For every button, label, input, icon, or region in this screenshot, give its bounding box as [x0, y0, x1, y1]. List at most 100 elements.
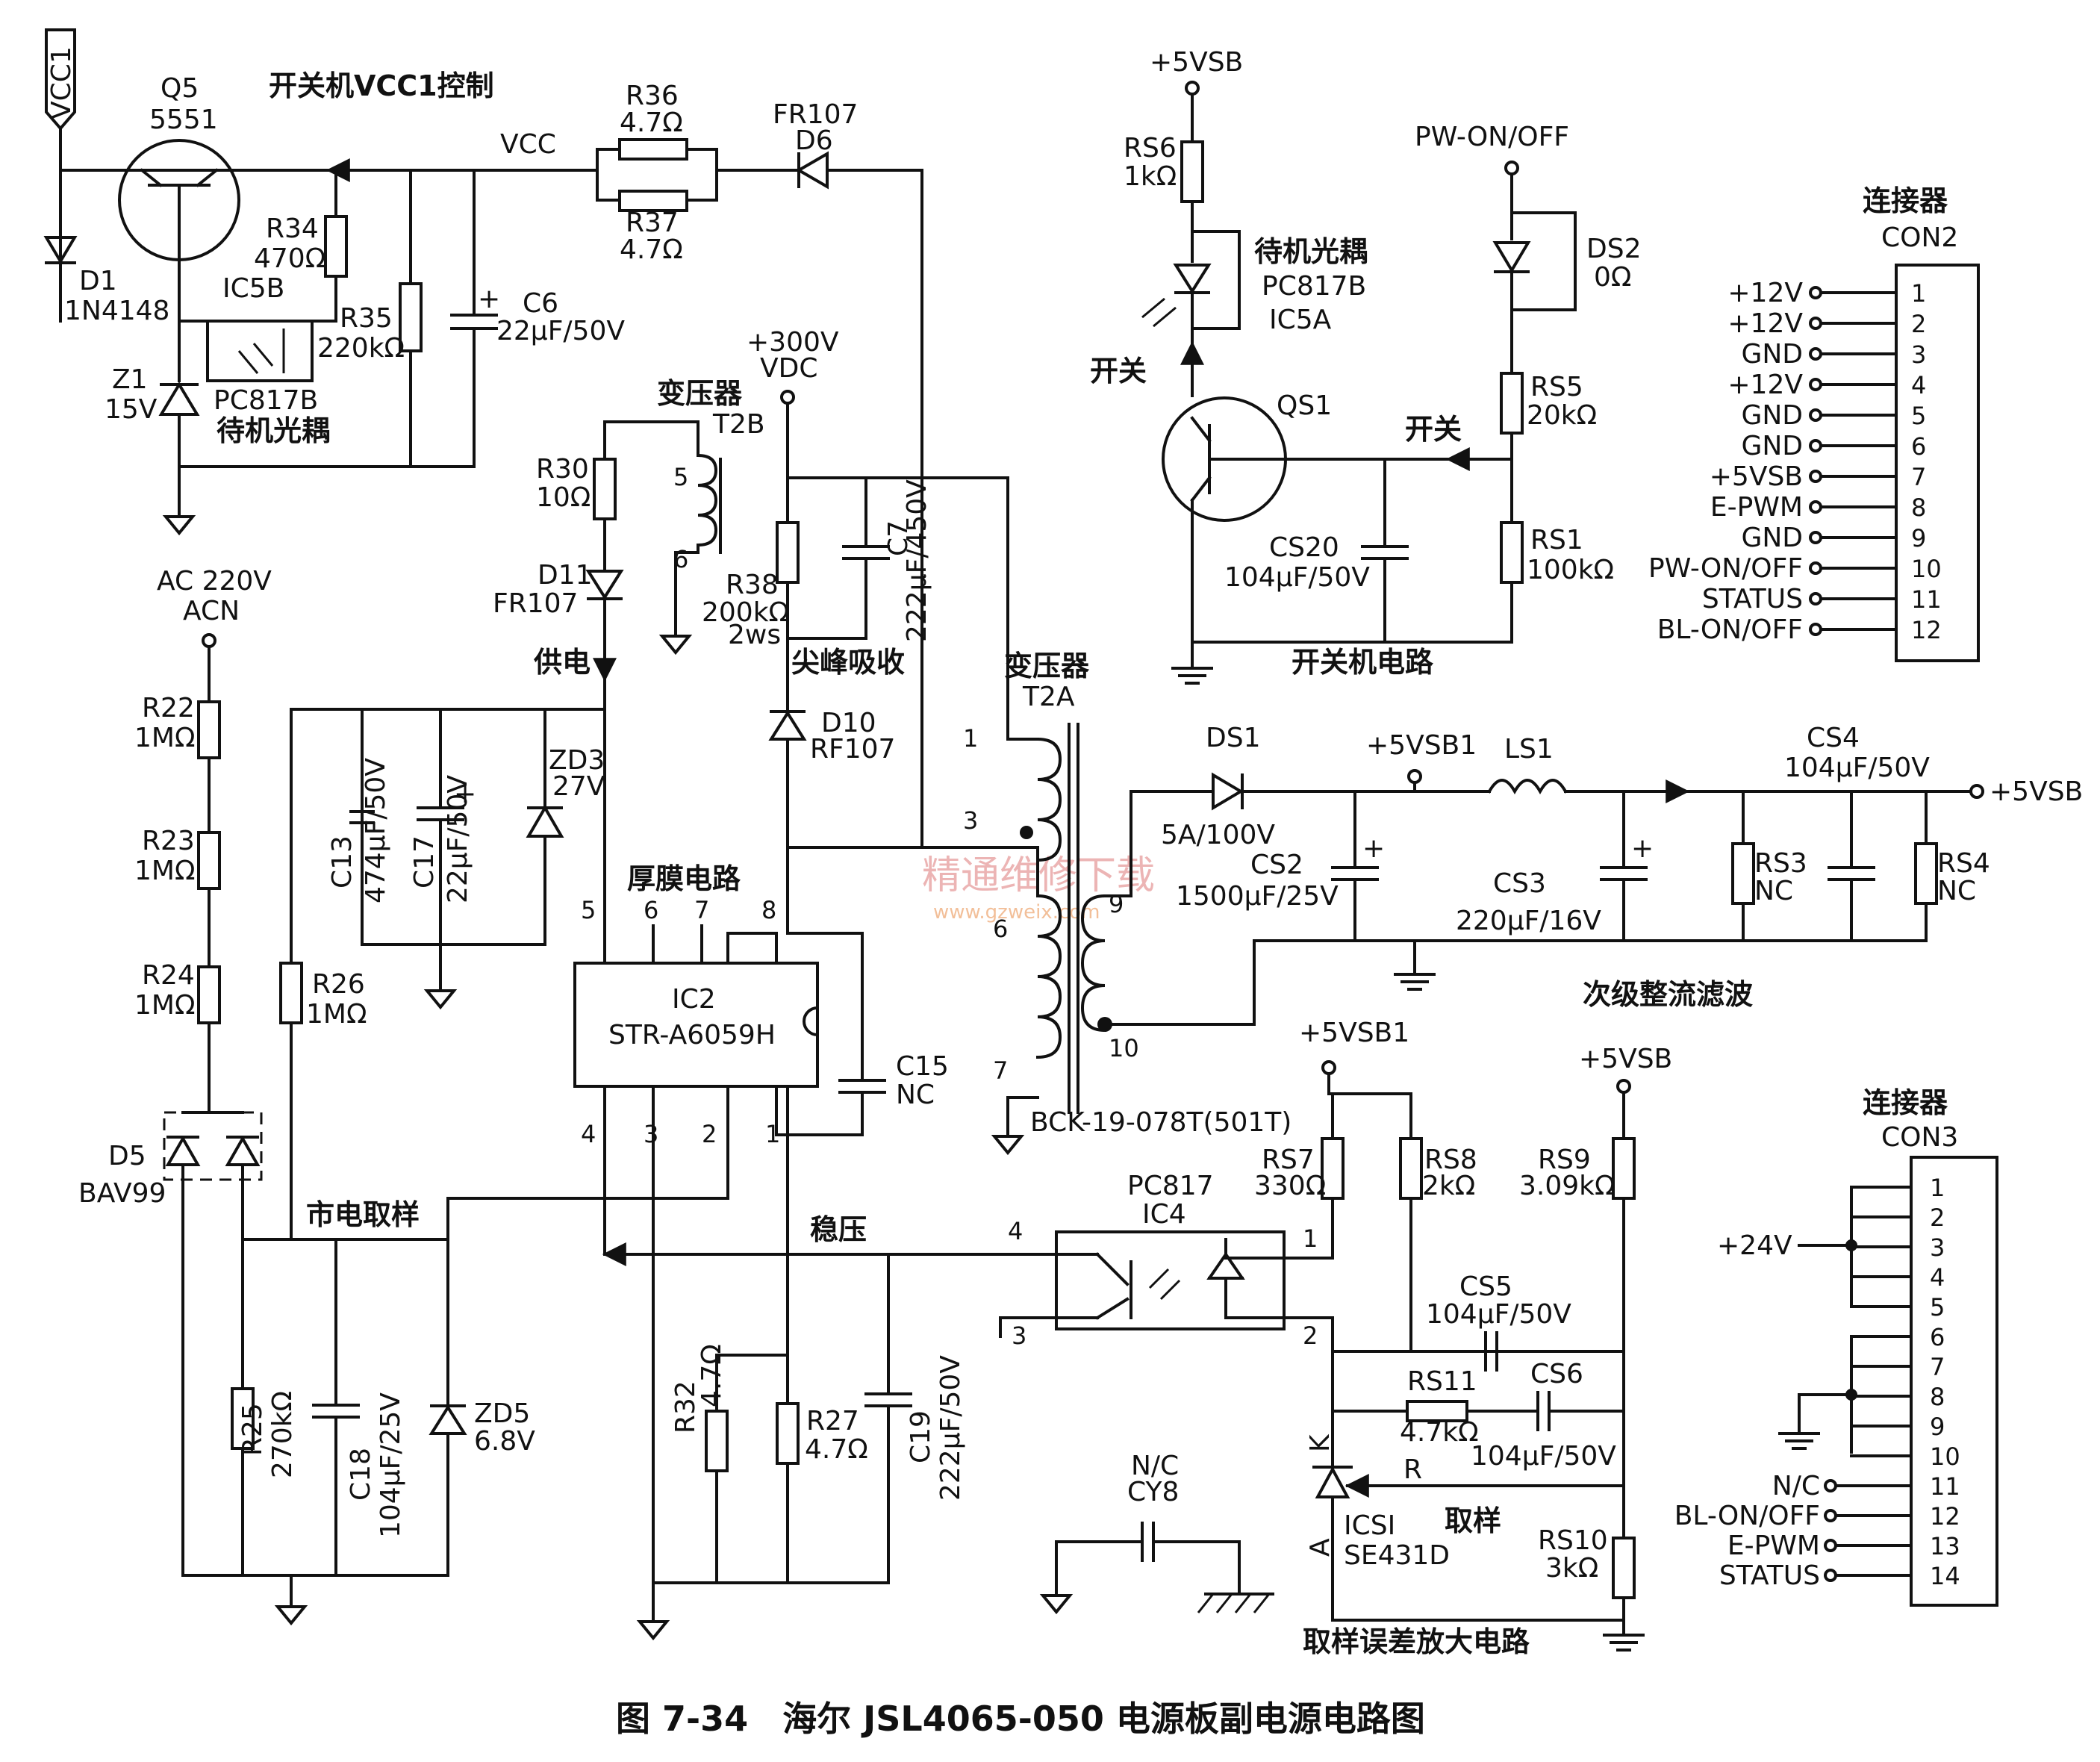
t2a-pin3: 3 — [963, 806, 978, 835]
con3-pin-number: 12 — [1930, 1502, 1960, 1531]
net-300v: +300V — [747, 327, 839, 358]
r24-value: 1MΩ — [134, 990, 195, 1021]
rs4-value: NC — [1937, 876, 1976, 906]
con2-signal-label: GND — [1741, 400, 1803, 431]
c18-value: 104μF/25V — [376, 1392, 406, 1538]
inductor-ls1 — [1487, 779, 1568, 795]
con2-signal-label: +12V — [1727, 308, 1803, 339]
con2-terminal — [1809, 470, 1822, 483]
resistor-rs3 — [1731, 842, 1755, 905]
r36-value: 4.7Ω — [620, 108, 683, 138]
cy8-block: N/C CY8 — [1041, 1451, 1274, 1613]
c15-ref: C15 — [896, 1051, 949, 1082]
cs6-value: 104μF/50V — [1471, 1441, 1616, 1472]
c13-value: 474μF/50V — [361, 758, 391, 903]
resistor-r26 — [279, 962, 303, 1024]
r27-value: 4.7Ω — [805, 1434, 868, 1465]
con2-signal-label: BL-ON/OFF — [1657, 614, 1803, 645]
con3-signal-label: N/C — [1772, 1471, 1820, 1501]
hv-input-snubber: +300V VDC R38 200kΩ 2ws C7 222μF/450V 尖峰… — [702, 327, 1039, 849]
net-pwonoff: PW-ON/OFF — [1415, 122, 1569, 152]
ds2-ref: DS2 — [1586, 234, 1641, 264]
net-acn: ACN — [183, 596, 240, 626]
t2a-pin9: 9 — [1109, 890, 1124, 918]
c17-ref: C17 — [409, 835, 440, 888]
rs8-value: 2kΩ — [1422, 1171, 1475, 1201]
rs5-ref: RS5 — [1530, 372, 1583, 402]
section-regulation: 稳压 — [810, 1213, 867, 1246]
ic2-pin3: 3 — [644, 1120, 658, 1148]
q5-value: 5551 — [149, 105, 218, 135]
ic2-part: STR-A6059H — [608, 1020, 776, 1050]
net-vcc1: VCC1 — [46, 46, 77, 119]
r35-value: 220kΩ — [317, 333, 405, 364]
t2a-pin10: 10 — [1109, 1034, 1139, 1062]
resistor-rs4 — [1914, 842, 1938, 905]
cs2-ref: CS2 — [1250, 850, 1303, 880]
con2-terminal — [1809, 439, 1822, 452]
rs4-ref: RS4 — [1937, 848, 1990, 879]
zd5-ref: ZD5 — [474, 1398, 530, 1429]
ic2-pin5: 5 — [581, 896, 596, 924]
ics1-pin-a: A — [1305, 1538, 1336, 1557]
d11-ref: D11 — [538, 560, 593, 591]
con2-signal-label: STATUS — [1702, 584, 1803, 614]
con2-terminal — [1809, 408, 1822, 422]
rs11-value: 4.7kΩ — [1400, 1417, 1479, 1448]
con2-pin-number: 3 — [1911, 340, 1926, 369]
t2a-transformer: 变压器 T2A 1 3 6 7 9 10 BCK-19-078T(501T) — [786, 650, 1292, 1154]
section-mains-sample: 市电取样 — [306, 1198, 420, 1231]
cs4-value: 104μF/50V — [1784, 753, 1930, 783]
c18-ref: C18 — [346, 1448, 376, 1501]
con2-signal-label: +12V — [1727, 278, 1803, 308]
resistor-rs5 — [1500, 372, 1524, 435]
con3-pin-number: 9 — [1930, 1413, 1945, 1441]
connector-con3: 连接器 CON3 1234567891011121314N/CBL-ON/OFF… — [1674, 1086, 1998, 1607]
ic5a-part: PC817B — [1262, 271, 1366, 302]
ic2-pin4: 4 — [581, 1120, 596, 1148]
switch-label-left: 开关 — [1090, 355, 1147, 387]
con2-pin-number: 11 — [1911, 585, 1942, 614]
zener-zd5 — [429, 1404, 467, 1435]
rs3-value: NC — [1754, 876, 1793, 906]
con3-pin-number: 5 — [1930, 1293, 1945, 1322]
resistor-r38 — [776, 521, 800, 584]
con2-pin-number: 1 — [1911, 279, 1926, 308]
con2-pin-number: 9 — [1911, 524, 1926, 552]
resistor-r24 — [197, 965, 221, 1024]
con3-pin-number: 2 — [1930, 1204, 1945, 1232]
resistor-r34 — [324, 215, 348, 278]
t2b-pin5: 5 — [673, 463, 688, 491]
diode-d10 — [768, 710, 807, 741]
ic2-pin7: 7 — [694, 896, 709, 924]
rs11-ref: RS11 — [1407, 1366, 1477, 1397]
ic4-pin1: 1 — [1303, 1224, 1318, 1253]
resistor-rs11 — [1406, 1400, 1468, 1422]
con3-pin-number: 6 — [1930, 1323, 1945, 1351]
c17-plus: + — [454, 779, 476, 809]
r38-power: 2ws — [728, 620, 781, 650]
net-vsb-mid: +5VSB — [1579, 1044, 1672, 1074]
section-error-amp: 取样误差放大电路 — [1303, 1625, 1530, 1658]
t2a-secondary — [1080, 894, 1107, 1033]
con3-title: 连接器 — [1863, 1086, 1948, 1119]
error-amplifier: +5VSB1 RS7 330Ω RS8 2kΩ +5VSB RS9 3.09kΩ… — [999, 1018, 1672, 1658]
t2a-primary — [1035, 737, 1062, 862]
rs8-ref: RS8 — [1424, 1145, 1477, 1175]
con3-pin-number: 1 — [1930, 1174, 1945, 1202]
r34-ref: R34 — [266, 214, 319, 244]
section-secondary: 次级整流滤波 — [1583, 978, 1753, 1011]
r30-value: 10Ω — [536, 482, 591, 513]
d1-value: 1N4148 — [64, 296, 169, 326]
con2-pin-number: 2 — [1911, 310, 1926, 338]
rs7-value: 330Ω — [1254, 1171, 1326, 1201]
resistor-rs8 — [1399, 1137, 1423, 1200]
optocoupler-ic4 — [1055, 1230, 1286, 1330]
resistor-rs6 — [1180, 140, 1204, 203]
net-vcc: VCC — [500, 129, 556, 160]
resistor-rs1 — [1500, 521, 1524, 584]
ics1-pin-r: R — [1403, 1454, 1422, 1485]
ic2-thick-film: + C13 474μF/50V C17 22μF/50V ZD3 27V 厚膜电… — [290, 708, 1047, 1640]
con2-pin-number: 7 — [1911, 463, 1926, 491]
net-vsb1-top: +5VSB1 — [1366, 730, 1477, 761]
